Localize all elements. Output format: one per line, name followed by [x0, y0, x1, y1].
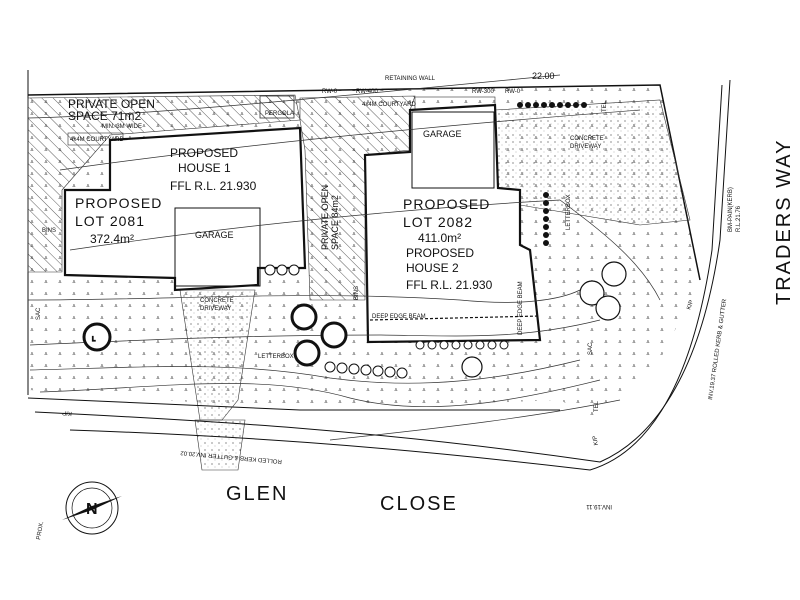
- letterbox-2-label: LETTERBOX: [566, 194, 572, 230]
- bm-label: BM-PAIN(KERB)R.L.21.76: [728, 187, 742, 232]
- contour-22-label: 22.00: [532, 71, 555, 81]
- rw0-label: RW-0: [322, 89, 338, 95]
- street-traders-way: TRADERS WAY: [773, 139, 795, 305]
- street-close: CLOSE: [380, 493, 458, 515]
- rw400-label: RW-400: [356, 89, 378, 95]
- tree: L: [82, 322, 112, 352]
- rw300-label: RW-300: [472, 89, 494, 95]
- kip-label-glen: KIP: [62, 409, 72, 416]
- rw00-label: RW-0: [505, 89, 521, 95]
- ffl-1-label: FFL R.L. 21.930: [170, 179, 257, 193]
- pos-note-2081: MIN. 3M WIDE: [102, 124, 142, 130]
- ffl-2-label: FFL R.L. 21.930: [406, 278, 493, 292]
- shrub-rows: [264, 264, 509, 379]
- kip-label-traders: KIP: [686, 300, 695, 311]
- tel-label-right: TEL: [594, 400, 600, 412]
- kip-label-corner: KIP: [592, 435, 600, 446]
- lot-2081-area: 372.4m²: [90, 232, 134, 246]
- garage-2-box: [411, 111, 495, 189]
- street-glen: GLEN: [226, 483, 288, 505]
- house-2-footprint: [363, 103, 542, 344]
- courtyard-label-2081: 4x4M COURTYARD: [70, 137, 124, 143]
- pos-area-lot-2082: [299, 95, 416, 301]
- deep-edge-beam-label-2: DEEP EDGE BEAM: [518, 281, 524, 335]
- concrete-driveway-left: [179, 289, 256, 421]
- pos-area-lot-2081: [27, 94, 301, 273]
- street-kerbs: [27, 79, 731, 471]
- tree: [595, 295, 621, 321]
- north-arrow: N: [62, 481, 122, 535]
- tree: [293, 339, 321, 367]
- courtyard-label-2082: 4x4M COURTYARD: [362, 102, 416, 108]
- driveway-crossover: [194, 419, 246, 471]
- pergola-box: [259, 95, 295, 119]
- svg-text:L: L: [92, 337, 96, 343]
- garage-1-box: [174, 207, 261, 287]
- pergola-label: PERGOLA: [265, 111, 294, 117]
- sac-label-left: SAC: [36, 307, 42, 320]
- house-1-footprint: [63, 126, 307, 292]
- inv-traders-label: INV.19.37 ROLLED KERB & GUTTER: [708, 298, 728, 400]
- contour-lines: [27, 74, 661, 441]
- lot-2082-area: 411.0m²: [418, 231, 461, 245]
- tree: [461, 356, 483, 378]
- bins-label-2082: BINS: [354, 286, 360, 300]
- letterbox-1-label: LETTERBOX: [258, 354, 294, 360]
- deep-edge-beam-label: DEEP EDGE BEAM: [372, 314, 426, 320]
- tree: [579, 280, 605, 306]
- prox-label: PROX.: [36, 521, 45, 541]
- inv-1911-label: INV.19.11: [586, 503, 612, 509]
- bins-label-2081: BINS: [42, 228, 56, 234]
- pos-label-2082: PRIVATE OPENSPACE 84m2: [320, 185, 340, 250]
- garage-2-label: GARAGE: [423, 129, 462, 139]
- retaining-wall-label: RETAINING WALL: [385, 76, 436, 82]
- north-arrow-icon: N: [86, 501, 98, 518]
- tel-label-top: TEL: [602, 100, 608, 112]
- tree: [601, 261, 627, 287]
- trees: L: [82, 261, 627, 378]
- sac-label-right: SAC: [588, 342, 594, 355]
- tree: [290, 303, 318, 331]
- garage-1-label: GARAGE: [195, 230, 234, 240]
- tree: [320, 321, 348, 349]
- hedge-dots: [517, 102, 587, 246]
